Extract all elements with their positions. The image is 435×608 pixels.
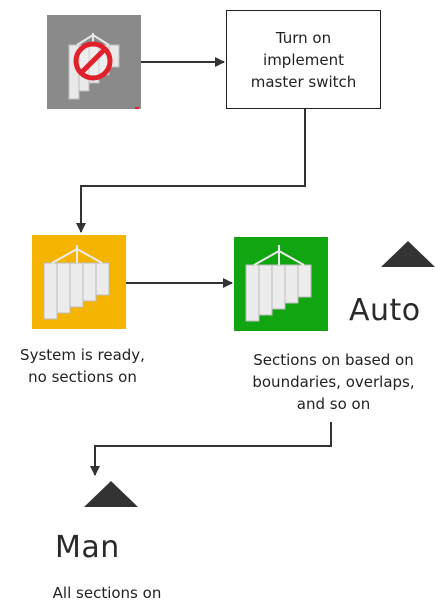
auto-mode-label: Auto	[349, 293, 421, 328]
implement-sections-ready-icon	[32, 235, 126, 329]
arrow-to-ready-tile	[76, 109, 306, 233]
auto-triangle-indicator-icon	[381, 241, 435, 267]
man-mode-label: Man	[55, 530, 120, 565]
implement-sections-disabled-icon	[47, 15, 141, 109]
arrow-to-manual-mode	[90, 422, 332, 476]
master-switch-step-label: Turn on implement master switch	[250, 28, 357, 91]
all-sections-caption: All sections on	[52, 584, 162, 602]
man-triangle-indicator-icon	[84, 481, 138, 507]
sections-auto-caption: Sections on based on boundaries, overlap…	[252, 351, 415, 413]
implement-sections-active-icon	[234, 237, 328, 331]
master-switch-step: Turn on implement master switch	[226, 10, 381, 109]
system-ready-caption: System is ready, no sections on	[20, 346, 145, 386]
